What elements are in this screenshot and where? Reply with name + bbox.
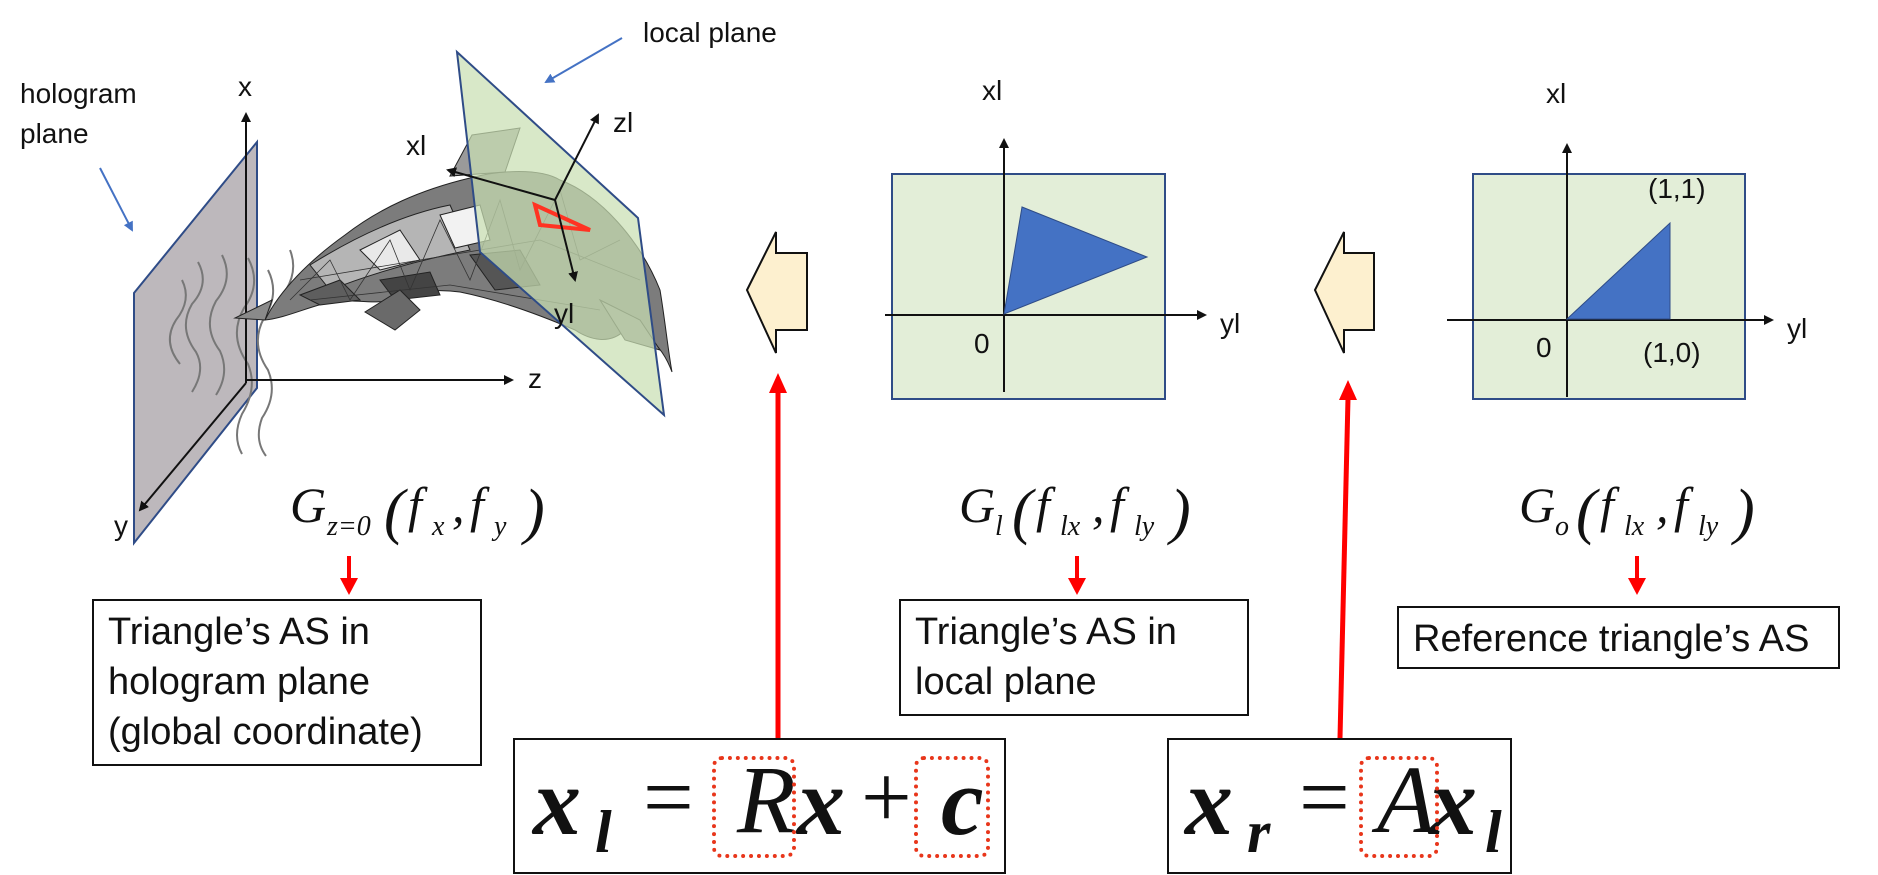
svg-text:f: f: [1600, 477, 1620, 533]
eq1-lhs: x: [533, 748, 581, 855]
axis-xl-3d: [446, 167, 556, 201]
red-arrow-eq1: [769, 373, 787, 738]
red-triangle: [532, 201, 591, 232]
svg-text:f: f: [1110, 477, 1130, 533]
ref-label-origin: 0: [1536, 332, 1552, 363]
label-x: x: [238, 71, 252, 102]
box-global-as-line-3: (global coordinate): [108, 711, 423, 753]
svg-text:f: f: [470, 477, 490, 533]
svg-text:x: x: [431, 511, 445, 542]
eq1-highlight-c: [914, 756, 990, 858]
svg-text:ly: ly: [1134, 511, 1155, 542]
eq1-highlight-R: [712, 756, 796, 858]
hologram-pointer: [99, 167, 133, 232]
eq2-lhs-sub: r: [1247, 799, 1271, 865]
label-hologram-1: hologram: [20, 78, 137, 109]
label-xl-3d: xl: [406, 130, 426, 161]
label-zl-3d: zl: [613, 107, 633, 138]
svg-text:ly: ly: [1698, 511, 1719, 542]
label-yl-3d: yl: [554, 298, 574, 329]
local-triangle: [1003, 206, 1149, 315]
svg-text:,: ,: [1092, 477, 1105, 533]
red-arrow-eq2: [1337, 380, 1357, 739]
svg-text:G: G: [1519, 477, 1555, 533]
ref-label-xl: xl: [1546, 78, 1566, 109]
eq2-A: A: [1377, 746, 1436, 853]
svg-text:lx: lx: [1060, 511, 1081, 542]
eq1-x: x: [797, 748, 845, 855]
box-local-as-line-2: local plane: [915, 661, 1097, 703]
svg-text:lx: lx: [1624, 511, 1645, 542]
red-down-arrow-2: [1068, 556, 1086, 595]
equation-reference-transform: x r = A x l: [1167, 738, 1512, 874]
box-global-as-line-2: hologram plane: [108, 661, 370, 703]
box-ref-as-line-1: Reference triangle’s AS: [1413, 618, 1810, 660]
local-plane-pointer: [544, 37, 623, 84]
local-label-origin: 0: [974, 328, 990, 359]
svg-text:,: ,: [452, 477, 465, 533]
local-label-yl: yl: [1220, 308, 1240, 339]
axis-zl-3d: [554, 113, 599, 201]
svg-text:(: (: [384, 478, 408, 546]
box-ref-as: Reference triangle’s AS: [1397, 606, 1840, 669]
formula-g-local: G l ( f lx , f ly ): [959, 477, 1191, 546]
ref-label-point-10: (1,0): [1643, 337, 1701, 368]
svg-text:y: y: [491, 511, 507, 542]
svg-text:): ): [1167, 478, 1191, 546]
eq1-equals: =: [643, 748, 694, 847]
red-down-arrow-3: [1628, 556, 1646, 595]
svg-text:): ): [521, 478, 545, 546]
svg-text:G: G: [290, 477, 326, 533]
block-arrow-left-2: [1313, 231, 1375, 354]
svg-text:l: l: [995, 511, 1003, 542]
ref-label-point-11: (1,1): [1648, 173, 1706, 204]
eq1-lhs-sub: l: [595, 799, 612, 865]
box-local-as-line-1: Triangle’s AS in: [915, 611, 1177, 653]
svg-text:f: f: [408, 477, 428, 533]
eq1-plus: +: [861, 748, 912, 847]
box-global-as-line-1: Triangle’s AS in: [108, 611, 370, 653]
eq2-x-sub: l: [1485, 799, 1502, 865]
local-plane: [455, 49, 666, 418]
formula-g-ref: G o ( f lx , f ly ): [1519, 477, 1755, 546]
label-z: z: [528, 363, 542, 394]
eq2-highlight-A: [1359, 756, 1439, 858]
axis-yl-3d: [554, 199, 578, 282]
local-label-xl: xl: [982, 75, 1002, 106]
eq1-R: R: [737, 746, 796, 853]
svg-text:(: (: [1576, 478, 1600, 546]
svg-text:G: G: [959, 477, 995, 533]
eq2-equals: =: [1299, 748, 1350, 847]
axis-y-global: [138, 382, 247, 512]
block-arrow-left-1: [745, 231, 808, 354]
svg-text:,: ,: [1656, 477, 1669, 533]
eq2-lhs: x: [1185, 748, 1233, 855]
ref-triangle: [1565, 221, 1671, 320]
svg-text:): ): [1731, 478, 1755, 546]
svg-text:o: o: [1555, 511, 1569, 542]
box-local-as: Triangle’s AS in local plane: [899, 599, 1249, 716]
svg-text:z=0: z=0: [326, 511, 371, 542]
label-local-plane: local plane: [643, 17, 777, 48]
formula-g-global: G z=0 ( f x , f y ): [290, 477, 545, 546]
eq1-c: c: [941, 748, 984, 855]
label-hologram-2: plane: [20, 118, 89, 149]
svg-text:f: f: [1036, 477, 1056, 533]
ref-label-yl: yl: [1787, 313, 1807, 344]
label-y: y: [114, 510, 128, 541]
equation-local-transform: x l = R x + c: [513, 738, 1006, 874]
red-down-arrow-1: [340, 556, 358, 595]
box-global-as: Triangle’s AS in hologram plane (global …: [92, 599, 482, 766]
svg-text:f: f: [1674, 477, 1694, 533]
hologram-plane: [133, 139, 258, 546]
svg-text:(: (: [1012, 478, 1036, 546]
